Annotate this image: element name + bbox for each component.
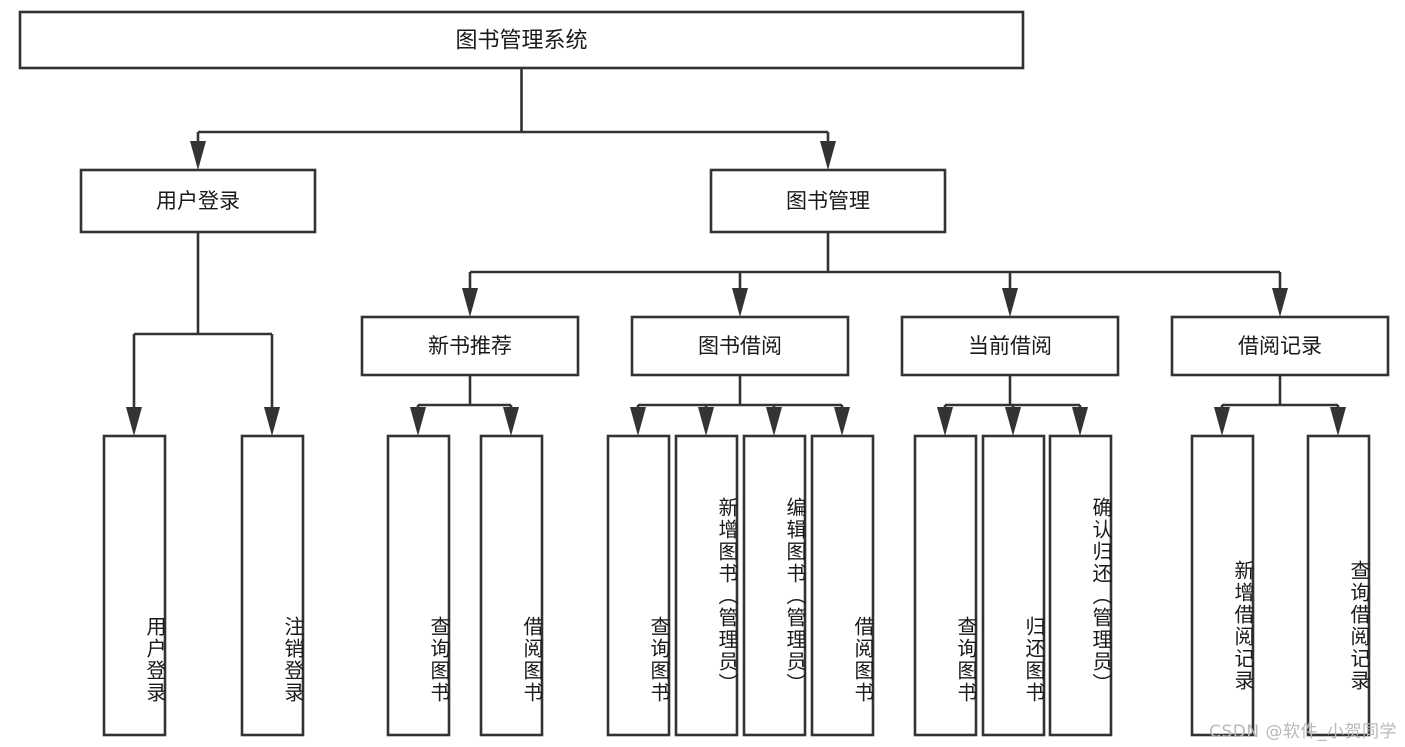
leaf-box-borrow-record-1[interactable] bbox=[1190, 434, 1255, 737]
node-borrow-record-label: 借阅记录 bbox=[1238, 334, 1322, 358]
arrow-head-leaf-user-login-2 bbox=[264, 407, 280, 436]
node-user-login-box[interactable] bbox=[79, 168, 317, 234]
leaf-box-book-borrow-3[interactable] bbox=[742, 434, 807, 737]
connector-group-book-borrow-children bbox=[630, 375, 850, 436]
arrow-head-book-mgmt bbox=[820, 141, 836, 170]
leaf-box-borrow-record-2[interactable] bbox=[1306, 434, 1371, 737]
leaf-box-current-borrow-1[interactable] bbox=[913, 434, 978, 737]
node-new-book-recommend-box[interactable] bbox=[360, 315, 580, 377]
arrow-head-leaf-bb-2 bbox=[698, 407, 714, 436]
node-root[interactable]: 图书管理系统 bbox=[18, 10, 1025, 70]
leaf-box-user-login-2[interactable] bbox=[240, 434, 305, 737]
node-borrow-record-box[interactable] bbox=[1170, 315, 1390, 377]
node-book-management-box[interactable] bbox=[709, 168, 947, 234]
connector-group-book-mgmt-children bbox=[462, 232, 1288, 317]
arrow-head-current-borrow bbox=[1002, 288, 1018, 317]
connector-group-current-borrow-children bbox=[937, 375, 1088, 436]
node-current-borrow-label: 当前借阅 bbox=[968, 334, 1052, 358]
arrow-head-new-book-recommend bbox=[462, 288, 478, 317]
leaf-box-new-book-recommend-1[interactable] bbox=[386, 434, 451, 737]
arrow-head-leaf-cb-2 bbox=[1005, 407, 1021, 436]
connector-group-borrow-record-children bbox=[1214, 375, 1346, 436]
connector-group-user-login-children bbox=[126, 232, 280, 436]
node-borrow-record[interactable]: 借阅记录 bbox=[1170, 315, 1390, 377]
node-root-box[interactable] bbox=[18, 10, 1025, 70]
leaf-box-book-borrow-1[interactable] bbox=[606, 434, 671, 737]
leaf-box-current-borrow-3[interactable] bbox=[1048, 434, 1113, 737]
leaf-box-new-book-recommend-2[interactable] bbox=[479, 434, 544, 737]
arrow-head-leaf-br-2 bbox=[1330, 407, 1346, 436]
node-book-borrow[interactable]: 图书借阅 bbox=[630, 315, 850, 377]
node-user-login-label: 用户登录 bbox=[156, 189, 240, 213]
arrow-head-leaf-cb-1 bbox=[937, 407, 953, 436]
node-current-borrow[interactable]: 当前借阅 bbox=[900, 315, 1120, 377]
connector-group-root-to-level2 bbox=[190, 68, 836, 170]
arrow-head-leaf-br-1 bbox=[1214, 407, 1230, 436]
arrow-head-leaf-nbr-2 bbox=[503, 407, 519, 436]
leaf-box-current-borrow-2[interactable] bbox=[981, 434, 1046, 737]
node-new-book-recommend[interactable]: 新书推荐 bbox=[360, 315, 580, 377]
arrow-head-leaf-user-login-1 bbox=[126, 407, 142, 436]
leaf-box-user-login-1[interactable] bbox=[102, 434, 167, 737]
node-current-borrow-box[interactable] bbox=[900, 315, 1120, 377]
arrow-head-book-borrow bbox=[732, 288, 748, 317]
csdn-watermark: CSDN @软件_小贺同学 bbox=[1209, 722, 1397, 742]
arrow-head-user-login bbox=[190, 141, 206, 170]
node-book-borrow-box[interactable] bbox=[630, 315, 850, 377]
leaf-box-book-borrow-4[interactable] bbox=[810, 434, 875, 737]
arrow-head-leaf-bb-4 bbox=[834, 407, 850, 436]
node-user-login[interactable]: 用户登录 bbox=[79, 168, 317, 234]
arrow-head-leaf-bb-1 bbox=[630, 407, 646, 436]
node-new-book-recommend-label: 新书推荐 bbox=[428, 334, 512, 358]
arrow-head-leaf-nbr-1 bbox=[410, 407, 426, 436]
node-book-management-label: 图书管理 bbox=[786, 189, 870, 213]
arrow-head-leaf-cb-3 bbox=[1072, 407, 1088, 436]
leaf-box-book-borrow-2[interactable] bbox=[674, 434, 739, 737]
node-root-label: 图书管理系统 bbox=[455, 29, 587, 54]
node-book-borrow-label: 图书借阅 bbox=[698, 334, 782, 358]
connector-group-new-book-recommend-children bbox=[410, 375, 519, 436]
arrow-head-borrow-record bbox=[1272, 288, 1288, 317]
node-book-management[interactable]: 图书管理 bbox=[709, 168, 947, 234]
arrow-head-leaf-bb-3 bbox=[766, 407, 782, 436]
